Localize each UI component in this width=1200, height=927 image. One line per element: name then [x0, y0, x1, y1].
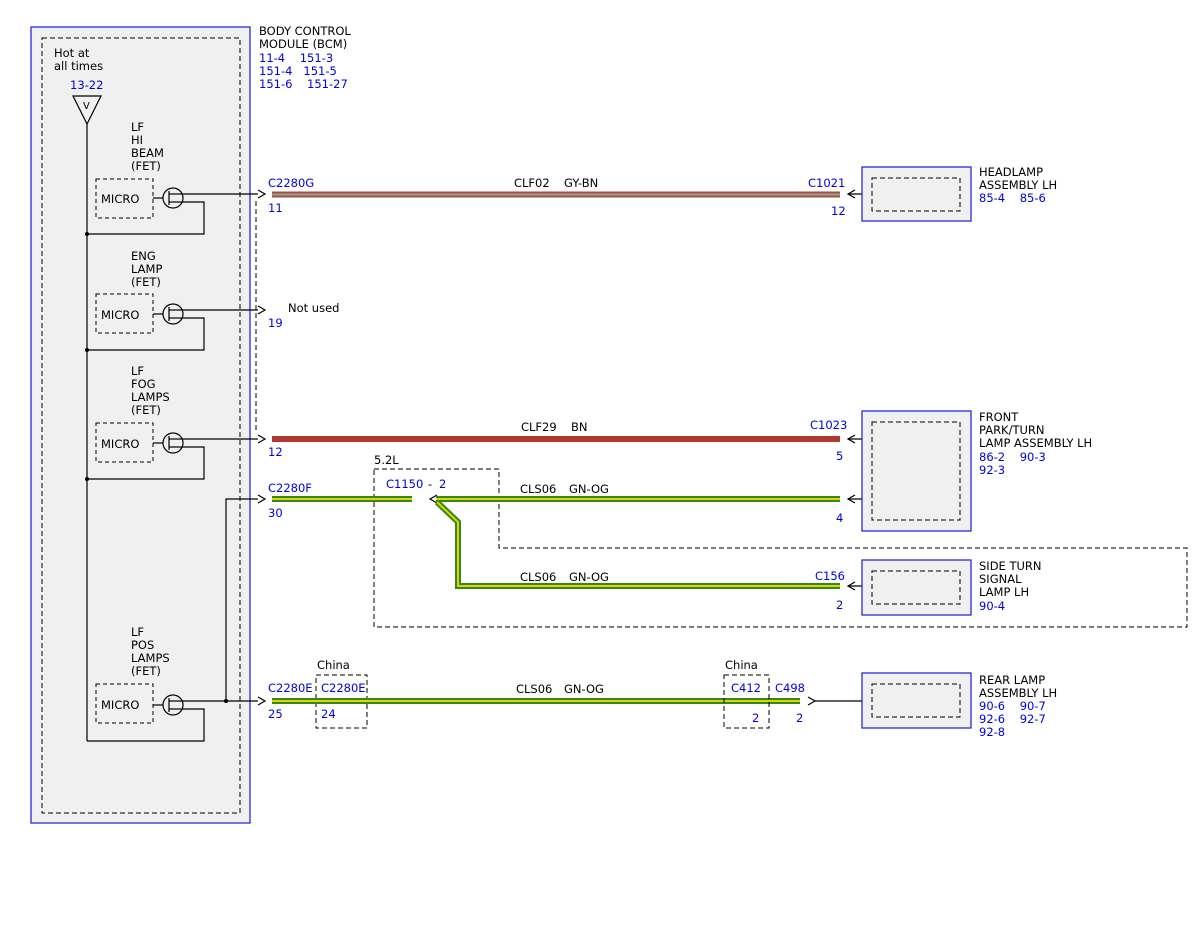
front-name-2: PARK/TURN: [979, 423, 1045, 437]
svg-text:-: -: [428, 477, 432, 491]
hot-ref: 13-22: [70, 78, 103, 92]
micro-box-4: [95, 683, 154, 724]
bcm-refs-3: 151-6 151-27: [259, 77, 348, 91]
circuit2-label-2: LAMP: [131, 262, 162, 276]
china-label-2: China: [725, 658, 758, 672]
w6-end-pin: 2: [796, 711, 803, 725]
w1-end-pin: 12: [831, 204, 846, 218]
circuit3-label-3: LAMPS: [131, 390, 170, 404]
rear-name-1: REAR LAMP: [979, 673, 1045, 687]
circuit1-label-2: HI: [131, 133, 143, 147]
w3-start-pin: 12: [268, 445, 283, 459]
w5-end-conn: C156: [815, 569, 845, 583]
fet-icon-1: [162, 187, 184, 209]
w6-china-conn: C2280E: [321, 681, 366, 695]
w3-end-conn: C1023: [810, 418, 847, 432]
front-refs-1: 86-2 90-3: [979, 450, 1046, 464]
micro-box-2: [95, 293, 154, 334]
not-used-label: Not used: [288, 301, 339, 315]
w2-start-pin: 19: [268, 316, 283, 330]
w1-end-conn: C1021: [808, 176, 845, 190]
w4-color: GN-OG: [569, 482, 609, 496]
circuit3-label-1: LF: [131, 364, 144, 378]
w5-end-pin: 2: [836, 598, 843, 612]
china-box-2: [723, 674, 770, 729]
side-refs: 90-4: [979, 599, 1005, 613]
w4-start-conn: C2280F: [268, 481, 312, 495]
option-5-2l-label: 5.2L: [374, 453, 399, 467]
wire-cls06-side: [434, 499, 840, 589]
w5-circuit: CLS06: [520, 570, 556, 584]
w1-start-conn: C2280G: [268, 176, 314, 190]
bcm-title-2: MODULE (BCM): [259, 37, 347, 51]
front-name-3: LAMP ASSEMBLY LH: [979, 436, 1092, 450]
circuit4-label-4: (FET): [131, 664, 161, 678]
micro-label-3: MICRO: [101, 437, 139, 451]
micro-label-4: MICRO: [101, 698, 139, 712]
w3-end-pin: 5: [836, 449, 843, 463]
side-name-1: SIDE TURN: [979, 559, 1042, 573]
w6-china2-pin: 2: [752, 711, 759, 725]
pos-branch-wire: [225, 498, 258, 701]
side-name-2: SIGNAL: [979, 572, 1022, 586]
rear-name-2: ASSEMBLY LH: [979, 686, 1057, 700]
circuit3-label-2: FOG: [131, 377, 156, 391]
micro-box-3: [95, 422, 154, 463]
china-box-1: [315, 674, 368, 729]
micro-label-2: MICRO: [101, 308, 139, 322]
headlamp-name-2: ASSEMBLY LH: [979, 178, 1057, 192]
wire-clf29: [272, 436, 840, 442]
w3-circuit: CLF29: [521, 420, 557, 434]
china-label-1: China: [317, 658, 350, 672]
micro-box-1: [95, 178, 154, 219]
bcm-refs-2: 151-4 151-5: [259, 64, 337, 78]
w1-circuit: CLF02: [514, 176, 550, 190]
w6-start-pin: 25: [268, 707, 283, 721]
fet-icon-4: [162, 694, 184, 716]
headlamp-name-1: HEADLAMP: [979, 165, 1043, 179]
option-5-2l-box: [373, 468, 1188, 628]
w6-china-pin: 24: [321, 707, 336, 721]
circuit1-label-3: BEAM: [131, 146, 164, 160]
circuit1-label-1: LF: [131, 120, 144, 134]
w4-start-pin: 30: [268, 506, 283, 520]
w4-splice-conn: C1150: [386, 477, 423, 491]
w1-color: GY-BN: [564, 176, 598, 190]
circuit4-label-3: LAMPS: [131, 651, 170, 665]
bcm-refs-1: 11-4 151-3: [259, 51, 333, 65]
w4-circuit: CLS06: [520, 482, 556, 496]
micro-label-1: MICRO: [101, 192, 139, 206]
circuit2-label-3: (FET): [131, 275, 161, 289]
w1-start-pin: 11: [268, 201, 283, 215]
w4-end-pin: 4: [836, 511, 843, 525]
side-name-3: LAMP LH: [979, 585, 1029, 599]
w6-china2-conn: C412: [731, 681, 761, 695]
rear-refs-1: 90-6 90-7: [979, 699, 1046, 713]
hot-at-label: Hot at: [54, 46, 90, 60]
fet-icon-3: [162, 432, 184, 454]
front-name-1: FRONT: [979, 410, 1019, 424]
w6-color: GN-OG: [564, 682, 604, 696]
circuit3-label-4: (FET): [131, 403, 161, 417]
voltage-symbol: V: [83, 101, 90, 112]
headlamp-refs: 85-4 85-6: [979, 191, 1046, 205]
circuit4-label-1: LF: [131, 625, 144, 639]
w6-circuit: CLS06: [516, 682, 552, 696]
circuit4-label-2: POS: [131, 638, 154, 652]
circuit1-label-4: (FET): [131, 159, 161, 173]
bcm-title-1: BODY CONTROL: [259, 24, 351, 38]
fet-icon-2: [162, 303, 184, 325]
w6-start-conn: C2280E: [268, 681, 313, 695]
rear-refs-2: 92-6 92-7: [979, 712, 1046, 726]
front-refs-2: 92-3: [979, 463, 1005, 477]
all-times-label: all times: [54, 59, 103, 73]
w5-color: GN-OG: [569, 570, 609, 584]
circuit2-label-1: ENG: [131, 249, 156, 263]
w3-color: BN: [571, 420, 588, 434]
voltage-source-icon: [72, 95, 102, 126]
rear-refs-3: 92-8: [979, 725, 1005, 739]
w6-end-conn: C498: [775, 681, 805, 695]
w4-splice-pin: 2: [439, 477, 446, 491]
